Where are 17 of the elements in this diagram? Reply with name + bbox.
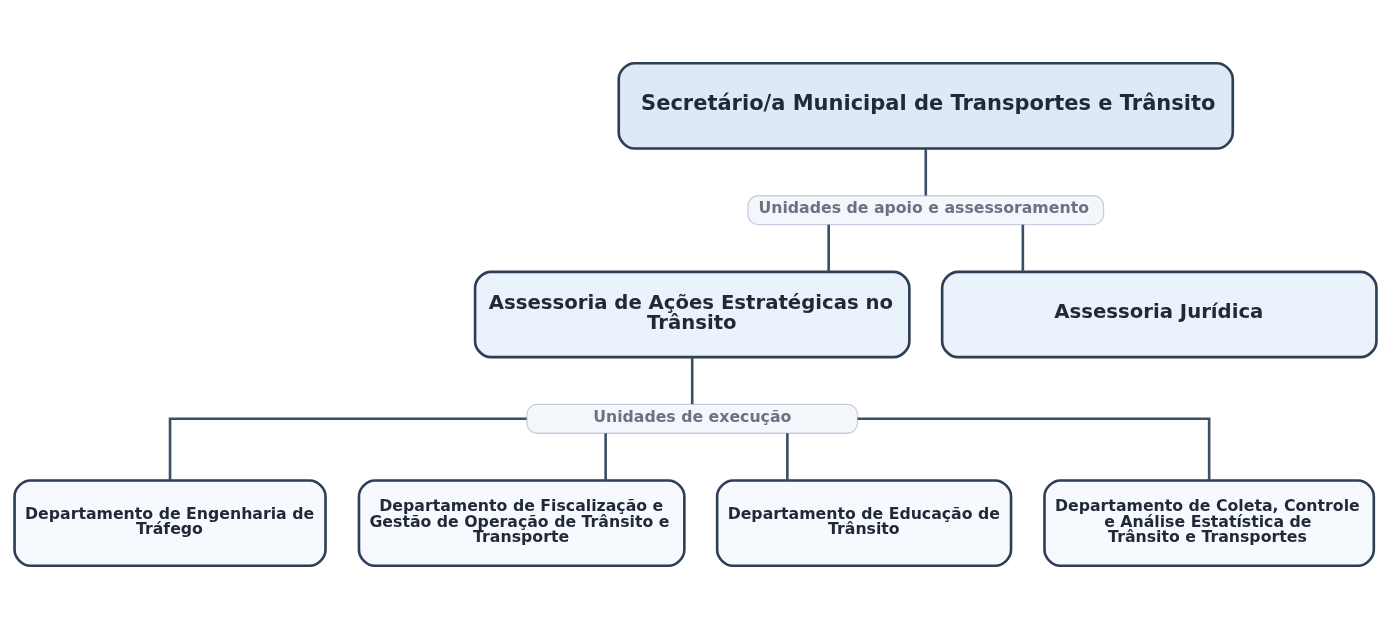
connector	[168, 417, 527, 480]
node-box: Unidades de execução	[526, 403, 859, 434]
node-box: Secretário/a Municipal de Transportes e Trânsito	[617, 61, 1235, 150]
node-box: Departamento de Engenharia de Tráfego	[13, 478, 327, 567]
connector	[786, 432, 789, 480]
node-box: Departamento de Fiscalização e Gestão de Operação de Trânsito e Transporte	[357, 478, 686, 567]
connector	[690, 357, 694, 404]
connector	[857, 417, 1211, 480]
connector	[604, 432, 607, 480]
connector	[924, 148, 928, 196]
node-box: Unidades de apoio e assessoramento	[747, 194, 1105, 225]
node-box: Departamento de Educação de Trânsito	[715, 478, 1013, 567]
connector	[1021, 224, 1025, 272]
node-box: Departamento de Coleta, Controle e Análise Estatística de Trânsito e Transportes	[1043, 478, 1376, 567]
connector	[827, 224, 830, 272]
node-box: Assessoria de Ações Estratégicas no Trânsito	[473, 270, 911, 358]
node-box: Assessoria Jurídica	[940, 270, 1378, 358]
